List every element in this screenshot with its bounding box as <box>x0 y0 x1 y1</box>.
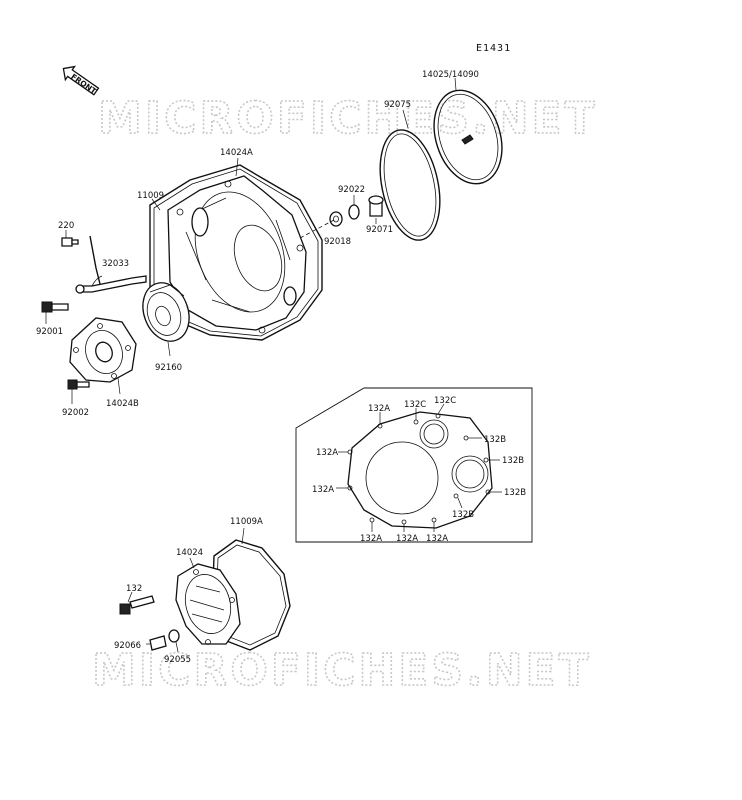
bolt-132B-3: 132B <box>504 488 526 498</box>
plug-92066 <box>146 629 180 653</box>
watermark-top: MICROFICHES.NET <box>98 93 598 144</box>
label-92022: 92022 <box>338 185 365 195</box>
bolt-132B-2: 132B <box>502 456 524 466</box>
label-92002: 92002 <box>62 408 89 418</box>
watermark-bottom: MICROFICHES.NET <box>92 645 592 696</box>
label-14024A: 14024A <box>220 148 253 158</box>
bolt-92002 <box>67 379 90 404</box>
label-92160: 92160 <box>155 363 182 373</box>
cover-14024B <box>69 317 137 395</box>
bolt-132A-1: 132A <box>368 404 390 414</box>
label-14024: 14024 <box>176 548 203 558</box>
label-92001: 92001 <box>36 327 63 337</box>
plug-assembly <box>329 195 384 227</box>
bolt-132B-4: 132B <box>452 510 474 520</box>
bolt-132C-1: 132C <box>404 400 426 410</box>
front-arrow-icon: FRONT <box>62 65 100 96</box>
hose-32033 <box>75 235 147 294</box>
diagram-code: E1431 <box>476 43 511 54</box>
bolt-132A-6: 132A <box>426 534 448 544</box>
label-92071: 92071 <box>366 225 393 235</box>
o-ring-92075 <box>379 109 441 241</box>
bolt-220 <box>61 230 79 247</box>
bolt-132 <box>119 591 155 615</box>
label-11009A: 11009A <box>230 517 263 527</box>
label-92055: 92055 <box>164 655 191 665</box>
cover-92160 <box>142 282 190 357</box>
bolt-132A-2: 132A <box>316 448 338 458</box>
bolt-92001 <box>41 301 69 324</box>
front-label: FRONT <box>69 72 98 96</box>
label-14024B: 14024B <box>106 399 139 409</box>
label-92018: 92018 <box>324 237 351 247</box>
o-ring-large <box>433 77 503 185</box>
label-220: 220 <box>58 221 74 231</box>
bolt-132B-1: 132B <box>484 435 506 445</box>
label-92075: 92075 <box>384 100 411 110</box>
bolt-132A-3: 132A <box>312 485 334 495</box>
bolt-132A-4: 132A <box>360 534 382 544</box>
label-32033: 32033 <box>102 259 129 269</box>
label-132: 132 <box>126 584 142 594</box>
bolt-132A-5: 132A <box>396 534 418 544</box>
label-11009: 11009 <box>137 191 164 201</box>
bolt-132C-2: 132C <box>434 396 456 406</box>
label-14025: 14025/14090 <box>422 70 479 80</box>
bolt-layout-box <box>295 387 533 543</box>
generator-cover-14024 <box>175 527 291 651</box>
label-92066: 92066 <box>114 641 141 651</box>
